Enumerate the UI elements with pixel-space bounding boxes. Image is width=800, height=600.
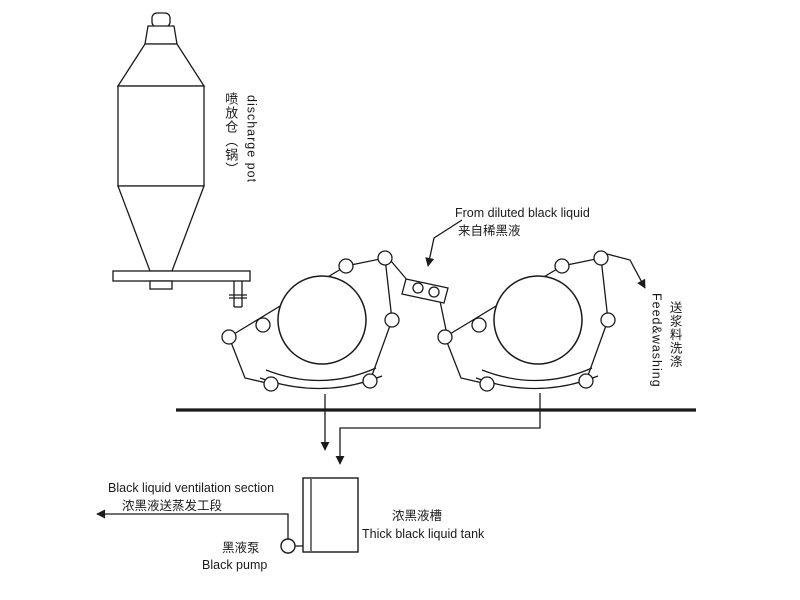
label-discharge-pot-cn: 喷放仓（锅）	[223, 92, 239, 176]
pot-side-pipe	[229, 281, 247, 308]
label-discharge-pot-en: discharge pot	[244, 95, 259, 184]
pot-support-plate	[112, 270, 251, 282]
arrow-diluted-inlet	[425, 219, 463, 267]
discharge-pot	[112, 12, 251, 308]
arrow-right-drum-discharge	[335, 393, 541, 465]
label-ventilation-cn: 浓黑液送蒸发工段	[122, 499, 223, 513]
arrow-feed-washing	[606, 253, 646, 289]
dilution-inlet-device	[390, 260, 449, 331]
drum-washer-right	[437, 250, 616, 392]
label-pump-cn: 黑液泵	[222, 541, 260, 555]
label-feed-washing-en: Feed&washing	[649, 293, 664, 388]
black-pump	[280, 538, 303, 554]
arrow-ventilation-outlet	[96, 509, 289, 539]
thick-black-liquid-tank	[302, 477, 359, 553]
pot-shoulder	[116, 43, 206, 87]
pot-outlet-stub	[149, 280, 173, 290]
label-tank-en: Thick black liquid tank	[362, 527, 485, 541]
pot-neck	[144, 25, 178, 45]
pot-body	[117, 85, 205, 187]
label-from-diluted-cn: 来自稀黑液	[458, 224, 521, 238]
label-tank-cn: 浓黑液槽	[392, 509, 443, 523]
label-from-diluted-en: From diluted black liquid	[455, 206, 590, 220]
pot-cone	[117, 185, 205, 272]
label-ventilation-en: Black liquid ventilation section	[108, 481, 275, 495]
label-pump-en: Black pump	[202, 558, 268, 572]
label-feed-washing-cn: 送浆料洗涤	[667, 301, 682, 369]
pot-knob	[151, 12, 171, 28]
